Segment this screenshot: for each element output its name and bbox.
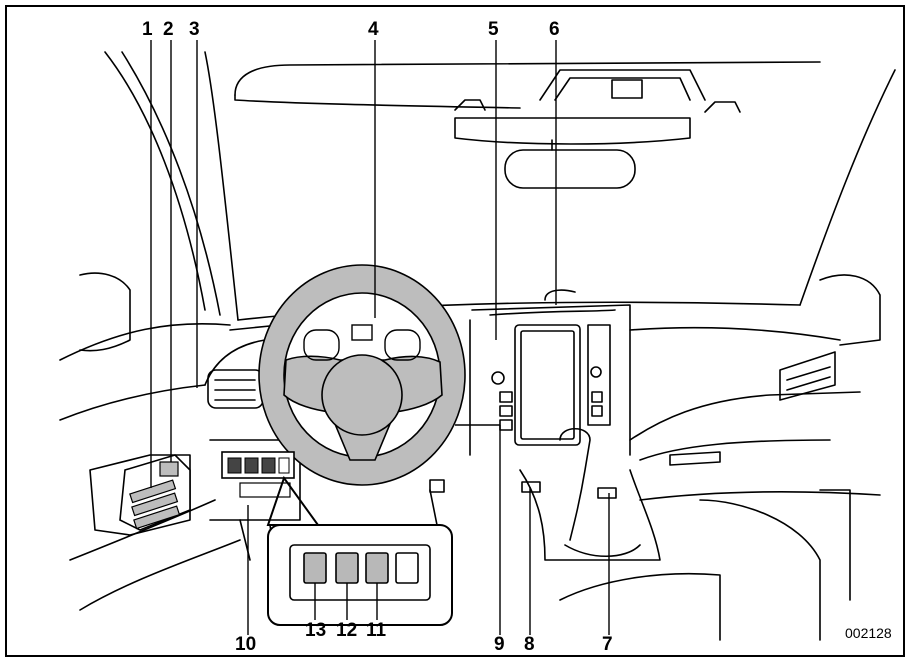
right-vent [779,351,836,401]
dash-right-top [629,326,841,341]
lower-switch-bank [221,451,295,498]
callout-12: 12 [336,620,357,641]
pedal-top [429,479,445,493]
stack-button-d [591,391,603,403]
rear-view-mirror [504,149,636,189]
windshield-left-edge [204,51,239,321]
callout-4: 4 [368,19,379,40]
switch-left [521,481,541,493]
stack-button-a [499,391,513,403]
dome-lamp [611,79,643,99]
left-vent-slats [214,379,256,401]
image-code: 002128 [845,625,892,641]
dash-left-curve [204,339,266,386]
callout-11: 11 [366,620,387,641]
switch-12 [335,552,359,584]
glovebox-lower [639,490,881,501]
callout-3: 3 [189,19,200,40]
left-vent [207,369,264,409]
windshield-right-edge [799,69,896,306]
door-sill [79,539,241,611]
lower-dash-left [209,439,301,521]
dash-right-lower [639,439,831,461]
switch-13 [303,552,327,584]
callout-9: 9 [494,634,505,655]
dome-light-inner [554,77,691,101]
infotainment-screen [514,324,581,446]
gear-shifter [559,427,591,541]
headliner-lower [234,94,521,109]
door-right [819,489,851,601]
center-stack-outline [471,304,631,456]
callout-6: 6 [549,19,560,40]
callout-10: 10 [235,634,256,655]
right-vent-strip [587,324,611,426]
door-armrest [59,384,206,421]
switch-right [597,487,617,499]
door-trim-lower [69,499,216,561]
passenger-seat-back [699,499,821,641]
shifter-boot [564,544,641,558]
tune-knob [590,366,602,378]
defroster-vent [544,289,576,301]
headliner [234,61,821,96]
stack-button-c [499,419,513,431]
zoom-connector [266,475,320,526]
zoom-detail-box [267,524,453,626]
glovebox-handle [669,451,721,466]
volume-knob [491,371,505,385]
passenger-seat-edge [559,572,721,641]
center-stack-top [489,309,616,316]
callout-5: 5 [488,19,499,40]
right-vent-slats [786,366,831,391]
callout-1: 1 [142,19,153,40]
switch-blank [395,552,419,584]
callout-13: 13 [305,620,326,641]
center-console [519,469,661,561]
infotainment-screen-inner [520,330,575,440]
door-panel [89,454,191,536]
switch-11 [365,552,389,584]
dome-light-housing [539,69,706,101]
figure-border [5,5,905,657]
a-pillar-inner [121,51,221,316]
overhead-console [454,117,691,145]
leader-lines [150,40,610,635]
callout-7: 7 [602,634,613,655]
handle-right [704,101,741,113]
right-side-mirror [819,274,881,346]
a-pillar-outer [104,51,206,311]
door-switch-panel [119,454,191,531]
handle-left [454,99,486,111]
stack-button-e [591,405,603,417]
callout-8: 8 [524,634,535,655]
stack-button-b [499,405,513,417]
door-beltline [59,322,231,361]
dash-right-swoosh [629,391,861,441]
side-mirror [79,272,131,352]
steering-wheel [258,264,466,486]
callout-2: 2 [163,19,174,40]
